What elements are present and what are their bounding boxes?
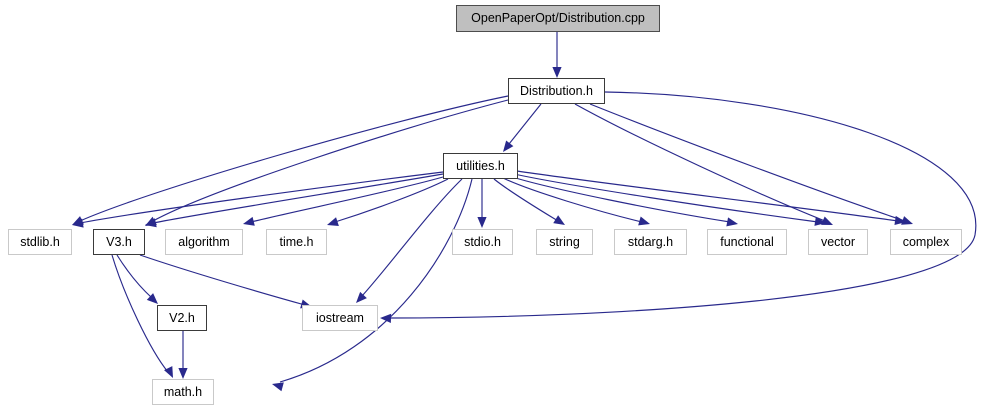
graph-node-label: vector [820, 234, 856, 249]
graph-node-root: OpenPaperOpt/Distribution.cpp [456, 5, 660, 32]
graph-edge-arrowhead [814, 216, 826, 226]
graph-node-string[interactable]: string [536, 229, 593, 255]
graph-edge-arrowhead [380, 313, 392, 323]
graph-edge-arrowhead [145, 218, 157, 228]
graph-edge [389, 91, 977, 319]
graph-node-v3_h[interactable]: V3.h [93, 229, 145, 255]
graph-edge-arrowhead [726, 217, 738, 227]
graph-edge-arrowhead [503, 140, 514, 152]
graph-node-label: V2.h [169, 310, 195, 325]
graph-node-label: complex [902, 234, 950, 249]
graph-node-label: OpenPaperOpt/Distribution.cpp [471, 11, 645, 26]
graph-edge [513, 173, 819, 223]
graph-edge [79, 171, 444, 224]
graph-edge-arrowhead [164, 366, 173, 378]
graph-node-label: Distribution.h [520, 83, 593, 98]
graph-node-math_h[interactable]: math.h [152, 379, 214, 405]
graph-node-label: stdio.h [464, 234, 501, 249]
graph-node-label: utilities.h [456, 158, 505, 173]
graph-node-utilities_h[interactable]: utilities.h [443, 153, 518, 179]
graph-node-label: functional [720, 234, 774, 249]
graph-node-complex[interactable]: complex [890, 229, 962, 255]
graph-edge [279, 178, 473, 383]
graph-edge-arrowhead [553, 215, 565, 225]
graph-node-stdio_h[interactable]: stdio.h [452, 229, 513, 255]
graph-node-stdlib_h[interactable]: stdlib.h [8, 229, 72, 255]
graph-node-v2_h[interactable]: V2.h [157, 305, 207, 331]
graph-node-functional[interactable]: functional [707, 229, 787, 255]
graph-node-label: math.h [163, 384, 203, 399]
graph-edge [334, 178, 449, 223]
graph-edge-arrowhead [327, 217, 339, 226]
graph-edge [116, 254, 153, 299]
graph-edge [493, 178, 559, 222]
graph-edge-arrowhead [72, 218, 84, 228]
graph-edge [516, 170, 899, 222]
graph-edge [111, 254, 169, 373]
graph-edge-arrowhead [178, 368, 188, 379]
graph-edge [361, 178, 463, 297]
graph-edge [502, 177, 643, 223]
graph-edge-arrowhead [356, 291, 367, 303]
graph-node-label: stdarg.h [627, 234, 674, 249]
graph-edge [152, 173, 444, 224]
graph-node-label: string [549, 234, 580, 249]
graph-edge [79, 95, 509, 222]
graph-node-label: stdlib.h [20, 234, 60, 249]
graph-node-label: V3.h [106, 234, 132, 249]
graph-edge-arrowhead [146, 293, 158, 304]
graph-edge-arrowhead [243, 216, 255, 226]
graph-node-label: iostream [316, 310, 364, 325]
graph-edge [139, 254, 306, 306]
graph-node-vector[interactable]: vector [808, 229, 868, 255]
graph-edge [508, 175, 731, 223]
graph-node-iostream[interactable]: iostream [302, 305, 378, 331]
graph-node-algorithm[interactable]: algorithm [165, 229, 243, 255]
graph-node-distrib_h[interactable]: Distribution.h [508, 78, 605, 104]
graph-edge-arrowhead [901, 216, 913, 225]
graph-edge [574, 103, 826, 222]
graph-edge [589, 103, 906, 222]
graph-edge-arrowhead [477, 217, 487, 228]
graph-edge-arrowhead [894, 215, 906, 226]
graph-edge-arrowhead [272, 382, 284, 392]
graph-node-label: time.h [279, 234, 314, 249]
graph-node-label: algorithm [178, 234, 230, 249]
graph-edge-arrowhead [552, 67, 562, 78]
graph-edge [508, 103, 542, 145]
graph-node-stdarg_h[interactable]: stdarg.h [614, 229, 687, 255]
graph-edge-arrowhead [638, 216, 650, 226]
graph-node-time_h[interactable]: time.h [266, 229, 327, 255]
graph-edge [250, 176, 444, 223]
